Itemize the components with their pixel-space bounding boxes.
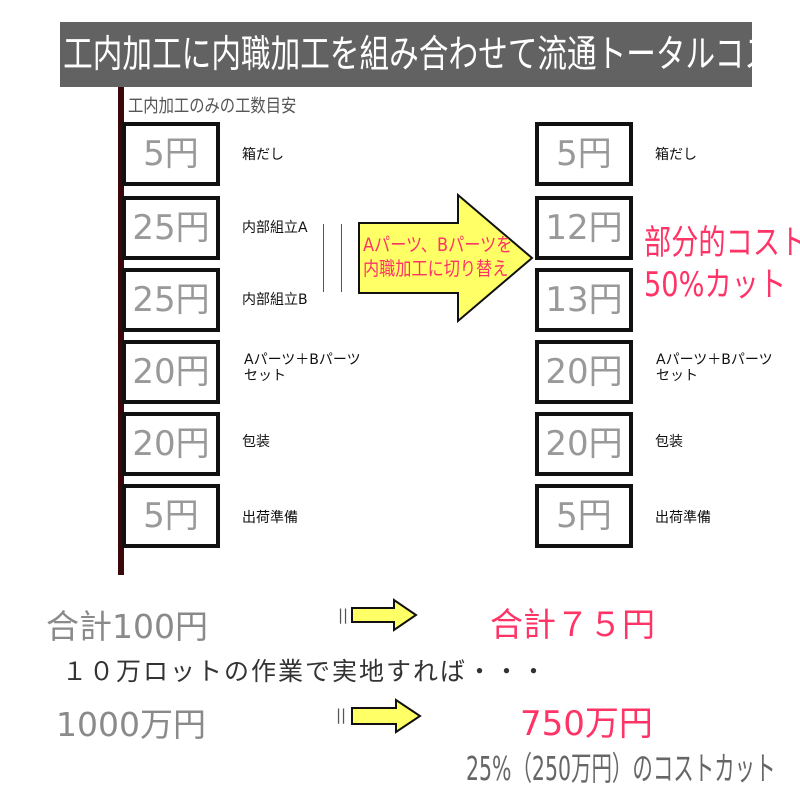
left-cost-box: 20円 [122, 412, 220, 476]
partial-cut-line: 部分的コスト [644, 223, 800, 263]
left-cost-box: 5円 [122, 122, 220, 186]
label-line: セット [656, 368, 698, 384]
lot-text: １０万ロットの作業で実地すれば・・・ [62, 657, 549, 686]
right-cost-box: 20円 [535, 412, 633, 476]
equals-mark: || [336, 706, 347, 724]
arrow-caption-line: 内職加工に切り替え [363, 258, 509, 280]
subtitle: 工内加工のみの工数目安 [128, 96, 297, 117]
right-cost-box: 12円 [535, 196, 633, 260]
after-total: 合計７５円 [490, 605, 655, 644]
right-step-label: 包装 [655, 434, 683, 450]
before-total: 合計100円 [46, 607, 208, 646]
right-cost-box: 5円 [535, 122, 633, 186]
timeline-bar [118, 87, 124, 575]
bracket-line [323, 224, 324, 292]
savings-text: 25%（250万円）のコストカット [466, 749, 776, 788]
right-cost-box: 5円 [535, 484, 633, 548]
left-cost-box: 5円 [122, 484, 220, 548]
bracket-line [341, 224, 342, 292]
right-cost-box: 20円 [535, 340, 633, 404]
left-cost-box: 25円 [122, 268, 220, 332]
right-cost-box: 13円 [535, 268, 633, 332]
equals-mark: || [338, 606, 349, 624]
left-step-label: 包装 [242, 434, 270, 450]
arrow-icon [351, 698, 422, 734]
left-step-label: 箱だし [242, 147, 284, 163]
left-step-label: 内部組立A [242, 220, 308, 236]
right-step-label: 箱だし [655, 147, 697, 163]
arrow-caption-line: Aパーツ、Bパーツを [363, 234, 513, 256]
label-line: Aパーツ＋Bパーツ [244, 352, 361, 368]
partial-cut-line: 50%カット [644, 265, 787, 305]
arrow-caption: Aパーツ、Bパーツを 内職加工に切り替え [363, 233, 512, 281]
left-cost-box: 25円 [122, 196, 220, 260]
partial-cut-text: 部分的コスト 50%カット [644, 222, 800, 306]
left-step-label: Aパーツ＋Bパーツセット [244, 352, 361, 384]
left-step-label: 出荷準備 [242, 510, 298, 526]
page-title: 工内加工に内職加工を組み合わせて流通トータルコストを削減!! [60, 22, 752, 87]
right-step-label: 出荷準備 [655, 510, 711, 526]
label-line: セット [244, 368, 286, 384]
big-arrow-icon [358, 193, 534, 324]
left-cost-box: 20円 [122, 340, 220, 404]
label-line: Aパーツ＋Bパーツ [656, 352, 773, 368]
right-step-label: Aパーツ＋Bパーツセット [656, 352, 773, 384]
before-lot-total: 1000万円 [56, 705, 206, 744]
arrow-icon [351, 598, 418, 632]
after-lot-total: 750万円 [520, 704, 653, 744]
left-step-label: 内部組立B [242, 292, 308, 308]
